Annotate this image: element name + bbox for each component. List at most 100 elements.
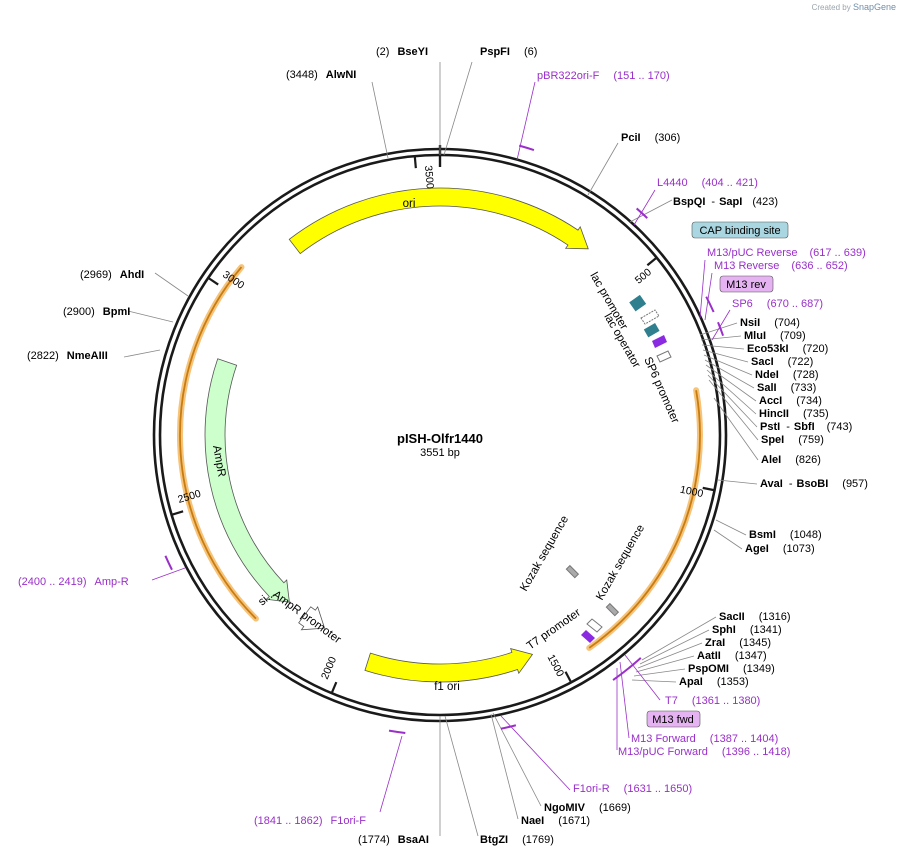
primer-mark [500, 724, 517, 730]
tick-mark [330, 681, 338, 694]
site-pspomi: PspOMI(1349) [688, 663, 775, 675]
primer-m13-puc-forward: M13/pUC Forward(1396 .. 1418) [618, 746, 790, 758]
primer-m13-forward: M13 Forward(1387 .. 1404) [631, 733, 778, 745]
site-leader [708, 379, 759, 441]
site-spei: SpeI(759) [761, 434, 824, 446]
primer-m13-puc-reverse: M13/pUC Reverse(617 .. 639) [707, 247, 866, 259]
badge-m13rev-text: M13 rev [726, 279, 766, 291]
tick-mark [207, 276, 219, 286]
primer-leader [151, 567, 186, 581]
site-zrai: ZraI(1345) [705, 637, 771, 649]
primer-leader [516, 81, 536, 161]
primer-l4440: L4440(404 .. 421) [657, 177, 758, 189]
site-psti-sbfi: PstI-SbfI(743) [760, 421, 852, 433]
site-nsii: NsiI(704) [740, 317, 800, 329]
primer-mark [388, 729, 406, 734]
snapgene-credit: Created by SnapGene [812, 2, 896, 12]
tick-mark [702, 486, 715, 492]
site-hincii: HincII(735) [759, 408, 829, 420]
primer-leader [633, 189, 656, 226]
tick-label: 3500 [422, 165, 436, 190]
primer-mark [705, 296, 715, 313]
kozak-marker-1 [565, 564, 580, 579]
site-leader [127, 310, 174, 323]
primer-mark [612, 666, 631, 681]
feature-band-core [179, 266, 257, 620]
lac-promoter-arrow [640, 309, 660, 325]
site-leader [641, 616, 717, 661]
primer-leader [500, 715, 571, 791]
site-aatii: AatII(1347) [697, 650, 767, 662]
site-leader [633, 668, 686, 677]
site-leader [704, 359, 755, 389]
lac-operator-marker [643, 323, 660, 338]
feature-label-kozak-1: Kozak sequence [518, 514, 571, 594]
feature-ori [288, 187, 589, 255]
site-leader [703, 354, 753, 376]
feature-ampr-promoter [298, 606, 326, 631]
tick-mark [413, 156, 417, 169]
primer-pbr322ori-f: pBR322ori-F(151 .. 170) [537, 70, 670, 82]
badge-m13-rev: M13 rev [719, 275, 774, 293]
site-alwni: (3448)AlwNI [286, 69, 356, 81]
t7-region-glyphs [565, 564, 620, 643]
feature-label-t7-promoter: T7 promoter [525, 607, 583, 653]
primer-sp6: SP6(670 .. 687) [732, 298, 823, 310]
site-acci: AccI(734) [759, 395, 822, 407]
badge-m13fwd-bg [646, 710, 701, 728]
site-leader [700, 335, 742, 341]
primer-leader [379, 735, 403, 813]
site-leader [702, 349, 749, 363]
leader-lines [123, 61, 759, 837]
badge-m13-fwd: M13 fwd [646, 710, 701, 728]
site-leader [713, 397, 759, 461]
snapgene-logo: SnapGene [852, 2, 896, 12]
site-bseyi: (2)BseYI [376, 46, 428, 58]
site-sphi: SphI(1341) [712, 624, 782, 636]
badge-m13fwd-text: M13 fwd [652, 714, 694, 726]
site-eco53ki: Eco53kI(720) [747, 343, 828, 355]
m13-rev-marker [652, 335, 667, 348]
site-leader [635, 655, 695, 673]
site-leader [492, 712, 542, 807]
kozak-marker-2 [605, 602, 620, 617]
primer-mark [717, 321, 725, 336]
site-btgzi: BtgZI(1769) [480, 834, 554, 846]
site-saci: SacI(722) [751, 356, 813, 368]
site-leader [713, 529, 743, 550]
site-leader [637, 642, 703, 669]
site-leader [701, 344, 745, 350]
primer-m13-reverse: M13 Reverse(636 .. 652) [714, 260, 848, 272]
site-bspqi-sapi: BspQI-SapI(423) [673, 196, 778, 208]
site-ahdi: (2969)AhdI [80, 269, 144, 281]
site-sacii: SacII(1316) [719, 611, 790, 623]
site-leader [154, 272, 189, 297]
tick-mark [171, 510, 184, 516]
t7-promoter-arrow [586, 618, 603, 633]
primer-mark [164, 555, 173, 571]
primer-leader [699, 259, 706, 319]
site-naei: NaeI(1671) [521, 815, 590, 827]
site-ndei: NdeI(728) [755, 369, 819, 381]
tick-label: 1000 [679, 484, 704, 500]
badge-cap-bg [691, 221, 789, 239]
site-leader [629, 199, 673, 223]
site-mlui: MluI(709) [744, 330, 806, 342]
m13-fwd-marker [581, 630, 595, 643]
badge-m13rev-bg [719, 275, 774, 293]
site-avai-bsobi: AvaI-BsoBI(957) [760, 478, 868, 490]
site-apai: ApaI(1353) [679, 676, 749, 688]
site-agei: AgeI(1073) [745, 543, 815, 555]
site-bsmi: BsmI(1048) [749, 529, 822, 541]
cap-site-marker [629, 294, 647, 312]
site-leader [371, 81, 389, 159]
site-leader [443, 61, 473, 156]
tick-label: 500 [633, 266, 654, 286]
site-pspfi: PspFI(6) [480, 46, 537, 58]
site-leader [639, 629, 710, 665]
badge-cap-binding-site: CAP binding site [691, 221, 789, 239]
site-bsaai: (1774)BsaAI [358, 834, 429, 846]
site-leader [705, 364, 757, 402]
feature-label-ampr-promoter: AmpR promoter [270, 589, 343, 647]
